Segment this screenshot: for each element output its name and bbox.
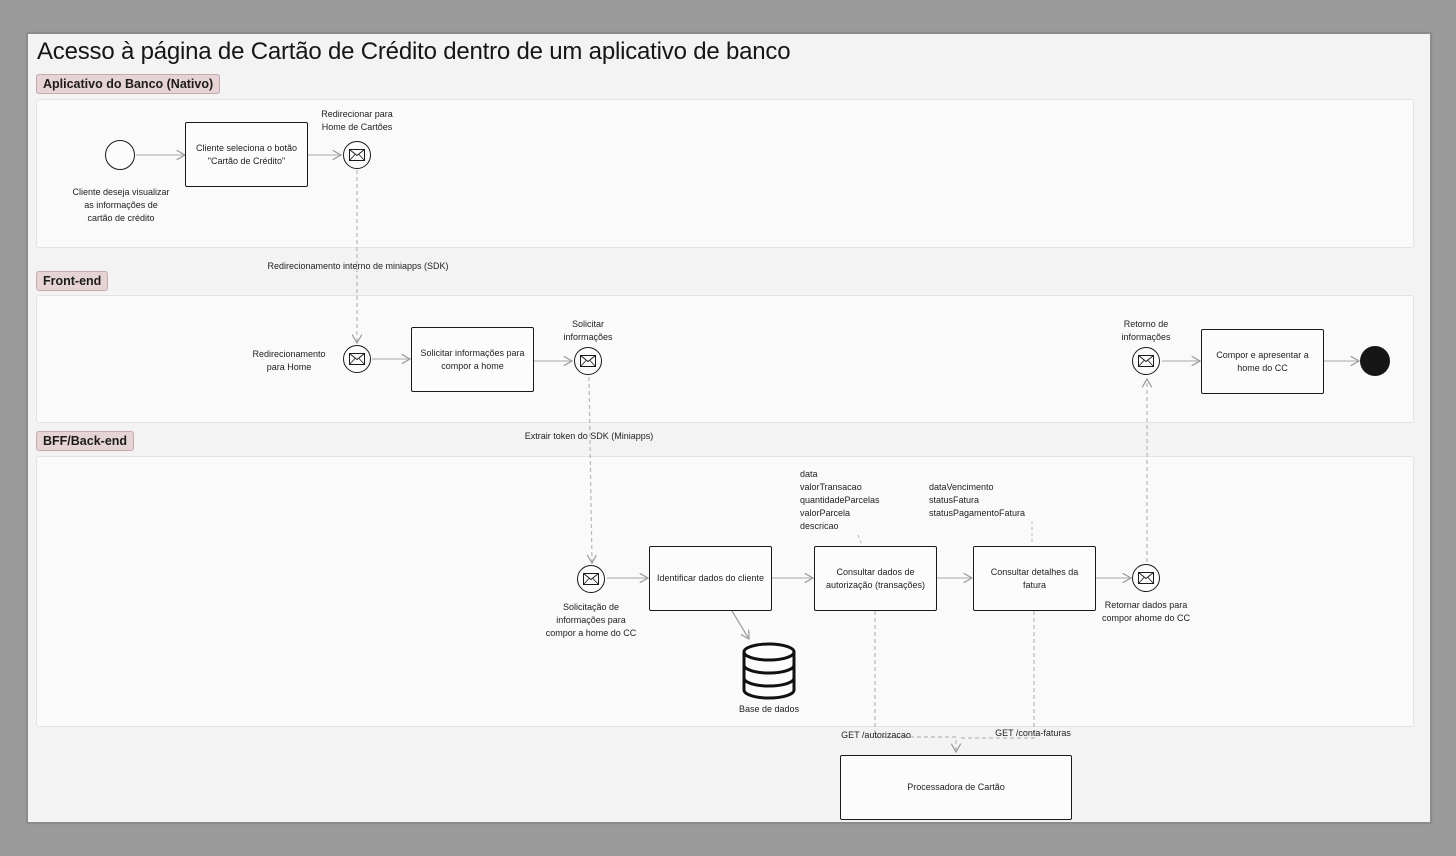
message-extract-token	[589, 376, 592, 563]
envelope-icon	[349, 353, 365, 365]
call-autorizacao	[874, 611, 956, 752]
auth-fields-annotation: data valorTransacao quantidadeParcelas v…	[800, 469, 880, 531]
return-data-label: Retornar dados para compor ahome do CC	[1101, 600, 1191, 623]
intermediate-event-return-data	[1132, 564, 1160, 592]
end-event	[1360, 346, 1390, 376]
intermediate-event-redirect-home	[343, 345, 371, 373]
diagram-canvas: Acesso à página de Cartão de Crédito den…	[27, 33, 1431, 823]
envelope-icon	[1138, 572, 1154, 584]
solicit-info-label: Solicitar informações	[563, 319, 613, 342]
card-processor: Processadora de Cartão	[840, 755, 1072, 820]
extract-token-label: Extrair token do SDK (Miniapps)	[524, 431, 654, 441]
intermediate-event-bff-request	[577, 565, 605, 593]
annotation-link-auth	[857, 534, 863, 546]
get-conta-faturas-label: GET /conta-faturas	[995, 728, 1071, 738]
envelope-icon	[580, 355, 596, 367]
return-info-label: Retorno de informações	[1121, 319, 1171, 342]
start-event-label: Cliente deseja visualizar as informações…	[72, 187, 170, 223]
lane-app-tag: Aplicativo do Banco (Nativo)	[36, 74, 221, 94]
start-event	[105, 140, 135, 170]
bff-request-label: Solicitação de informações para compor a…	[545, 602, 637, 638]
lane-bff-tag: BFF/Back-end	[36, 431, 135, 451]
task-compose-home: Compor e apresentar a home do CC	[1201, 329, 1324, 394]
task-request-home-info: Solicitar informações para compor a home	[411, 327, 534, 392]
lane-frontend-tag: Front-end	[36, 271, 109, 291]
envelope-icon	[349, 149, 365, 161]
task-identify-client: Identificar dados do cliente	[649, 546, 772, 611]
redirect-event-label: Redirecionar para Home de Cartões	[321, 109, 393, 132]
page-title: Acesso à página de Cartão de Crédito den…	[37, 38, 791, 65]
redirect-home-label: Redirecionamento para Home	[252, 349, 326, 372]
envelope-icon	[583, 573, 599, 585]
database-icon	[742, 642, 796, 700]
intermediate-event-redirect	[343, 141, 371, 169]
intermediate-event-solicit-info	[574, 347, 602, 375]
intermediate-event-return-info	[1132, 347, 1160, 375]
call-conta-faturas	[960, 611, 1035, 739]
lane-frontend	[36, 295, 1414, 423]
get-autorizacao-label: GET /autorizacao	[841, 730, 911, 740]
flow-identify-to-database	[731, 610, 749, 639]
task-query-invoice: Consultar detalhes da fatura	[973, 546, 1096, 611]
task-select-card-button: Cliente seleciona o botão "Cartão de Cré…	[185, 122, 308, 187]
envelope-icon	[1138, 355, 1154, 367]
task-query-authorization: Consultar dados de autorização (transaçõ…	[814, 546, 937, 611]
database-label: Base de dados	[738, 704, 800, 714]
invoice-fields-annotation: dataVencimento statusFatura statusPagame…	[929, 482, 1026, 518]
sdk-redirect-label: Redirecionamento interno de miniapps (SD…	[267, 261, 449, 271]
flow-connectors	[136, 34, 1430, 822]
